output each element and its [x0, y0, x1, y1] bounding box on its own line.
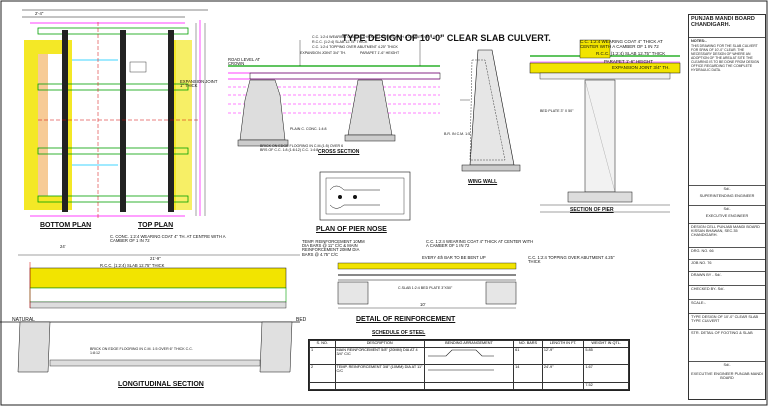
sd-3: Sd/- [689, 361, 765, 371]
note-br-cm: B.R. IN C.M. 1:5 [444, 132, 471, 136]
cell: 61 [513, 347, 543, 366]
note-long-2: R.C.C. (1:2:4) SLAB 12.75" THICK [100, 263, 165, 268]
note-cross-5: PARAPET 1'-6" HEIGHT [360, 51, 400, 55]
dim-10: 10' [420, 302, 426, 307]
table-header-row: S. NO. DESCRIPTION BENDING ARRANGEMENT N… [309, 339, 629, 349]
executive-engineer: EXECUTIVE ENGINEER [705, 214, 749, 218]
str-detail: STR. DETAIL OF FOOTING & SLAB [689, 329, 765, 345]
org-name: PUNJAB MANDI BOARD CHANDIGARH. [691, 16, 755, 28]
note-road-level: ROAD LEVEL AT CROWN [228, 57, 261, 67]
col-header: NO. BARS [513, 339, 543, 349]
note-brick-floor: BRICK ON EDGE FLOORING IN C.M.(1:5) OVER… [260, 144, 344, 152]
cell: MAIN REINFORCEMENT 5/8" (20MM) DIA AT 4 … [334, 347, 425, 366]
note-cross-3: C.C. 1:2:4 TOPPING OVER ABUTMENT 4.25" T… [312, 45, 398, 49]
section-of-pier-drawing [529, 39, 681, 213]
note-long-1: C. CONC. 1:2:4 WEARING COAT 4" TH. AT CE… [110, 234, 226, 244]
label-bottom-plan: BOTTOM PLAN [40, 222, 92, 229]
cell: 1.67 [583, 364, 629, 383]
note-rf-5: C.SLAB 1:2:4 BED PLATE 3"X50" [398, 286, 453, 290]
dim-2-4: 2'-4" [35, 11, 44, 16]
note-expansion-joint: EXPANSION JOINT 1" THICK [180, 79, 218, 89]
col-header: BENDING ARRANGEMENT [423, 339, 515, 349]
longitudinal-section-drawing [0, 254, 300, 373]
note-cross-4: EXPANSION JOINT 3/4" TH. [300, 51, 347, 55]
note-bed-plate: BED PLATE 3" X 50" [540, 109, 574, 113]
note-cross-2: R.C.C. (1:2:4) SLAB 12.75" THICK [312, 40, 368, 44]
note-pier-1: C.C. 1:2:4 WEARING COAT 4" THICK AT CENT… [580, 39, 663, 49]
label-plan-of-pier-nose: PLAN OF PIER NOSE [316, 226, 387, 233]
drawn-by: DRAWN BY - Sd/- [689, 271, 765, 285]
dim-24: 24' [60, 244, 66, 249]
note-natural: NATURAL [12, 317, 35, 323]
label-detail-of-reinforcement: DETAIL OF REINFORCEMENT [356, 316, 456, 323]
cell: 24'-9" [541, 364, 585, 383]
plan-drawing [22, 9, 208, 218]
cell [423, 347, 515, 366]
note-rf-1: TEMP. REINFORCEMENT 10MM DIA BARS @ 11" … [302, 239, 365, 257]
notes-text: THIS DRAWING FOR THE SLAB CULVERT FOR SP… [691, 44, 760, 72]
table-total-row: 7.52 [309, 381, 629, 391]
cross-section-drawing [228, 40, 441, 147]
drg-no: DRG. NO. 66 [689, 247, 765, 259]
drawing-title: TYPE DESIGN OF 10'-0" CLEAR SLAB CULVERT… [342, 33, 551, 43]
cell: 14 [513, 364, 543, 383]
col-header: WEIGHT IN QTL. [583, 339, 629, 349]
reinforcement-detail-drawing [337, 262, 517, 309]
label-cross-section: CROSS SECTION [318, 149, 360, 155]
table-row: 1 MAIN REINFORCEMENT 5/8" (20MM) DIA AT … [309, 347, 629, 366]
note-pier-3: PARAPET 1'-6" HEIGHT [604, 59, 654, 64]
sd-2: Sd/- [689, 205, 765, 213]
cell: 2 [309, 364, 336, 383]
cell: 1 [309, 347, 336, 366]
note-rf-2: C.C. 1:2:4 WEARING COAT 4" THICK AT CENT… [426, 239, 534, 249]
note-rf-4: C.C. 1:2:4 TOPPING OVER ABUTMENT 4.25" T… [528, 255, 615, 265]
label-section-of-pier: SECTION OF PIER [570, 207, 614, 213]
steel-schedule-table: S. NO. DESCRIPTION BENDING ARRANGEMENT N… [308, 339, 630, 391]
design-cell: DESIGN CELL PUNJAB MANDI BOARD KISSAN BH… [689, 223, 765, 247]
exec-footer: EXECUTIVE ENGINEER PUNJAB MANDI BOARD [691, 372, 763, 380]
note-cross-1: C.C. 1:2:4 WEARING COAT 4" THICK AT CENT… [312, 35, 442, 39]
note-bed: BED [296, 317, 307, 323]
dim-21-9: 21'-9" [150, 256, 161, 261]
sd-1: Sd/- [689, 185, 765, 193]
note-plain-cc: PLAIN C. CONC. 1:4:8 [290, 127, 327, 131]
note-rf-3: EVERY 4th BAR TO BE BENT UP [422, 255, 486, 260]
note-pier-2: R.C.C. (1:2:4) SLAB 12.75" THICK [596, 51, 666, 56]
total-weight: 7.52 [583, 381, 629, 391]
pier-nose-plan-drawing [319, 171, 411, 221]
cell [423, 364, 515, 383]
wing-wall-drawing [460, 49, 521, 172]
note-brick-floor-long: BRICK ON EDGE FLOORING IN C.M. 1:5 OVER … [90, 347, 193, 355]
checked-by: CHECKED BY- Sd/- [689, 285, 765, 299]
cell: 5.85 [583, 347, 629, 366]
col-header: DESCRIPTION [334, 339, 425, 349]
superintending-engineer: SUPERINTENDING ENGINEER [699, 194, 755, 198]
cell: 12'-9" [541, 347, 585, 366]
label-top-plan: TOP PLAN [138, 222, 174, 229]
label-schedule-of-steel: SCHEDULE OF STEEL [372, 330, 426, 336]
title-block: PUNJAB MANDI BOARD CHANDIGARH. NOTES:- T… [688, 14, 766, 400]
table-row: 2 TEMP. REINFORCEMENT 3/8" (10MM) DIA AT… [309, 364, 629, 383]
cell: TEMP. REINFORCEMENT 3/8" (10MM) DIA AT 1… [334, 364, 425, 383]
scale: SCALE:- [689, 299, 765, 313]
label-wing-wall: WING WALL [468, 179, 498, 185]
note-pier-4: EXPANSION JOINT 3/4" TH. [612, 65, 670, 70]
type-design: TYPE DESIGN OF 10'-0" CLEAR SLAB TYPE CU… [689, 313, 765, 329]
label-longitudinal-section: LONGITUDINAL SECTION [118, 381, 204, 388]
notes-label: NOTES:- [689, 37, 765, 43]
col-header: S. NO. [309, 339, 336, 349]
col-header: LENGTH IN FT. [541, 339, 585, 349]
job-no: JOB NO. 76 [689, 259, 765, 271]
